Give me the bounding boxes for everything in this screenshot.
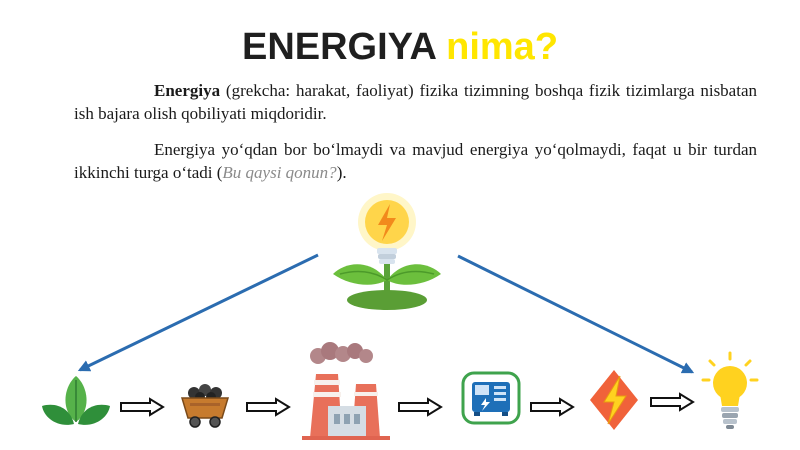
flow-arrow-2 (246, 397, 291, 417)
law-paragraph: Energiya yo‘qdan bor bo‘lmaydi va mavjud… (74, 138, 757, 184)
law-question: Bu qaysi qonun? (222, 163, 337, 182)
term-energiya: Energiya (154, 81, 221, 100)
lightbulb-icon (701, 351, 759, 432)
arrow-to-bulb (457, 254, 695, 374)
flow-arrow-5 (650, 392, 695, 412)
title-highlight: nima? (446, 26, 559, 68)
generator-icon (461, 371, 521, 425)
lightning-icon (588, 368, 640, 432)
law-text: Energiya yo‘qdan bor bo‘lmaydi va mavjud… (74, 140, 757, 182)
coal-cart-icon (180, 384, 230, 428)
definition-paragraph: Energiya (grekcha: harakat, faoliyat) fi… (74, 79, 757, 125)
arrow-to-leaves (77, 253, 319, 372)
lightbulb-plant-icon (330, 188, 445, 313)
law-end: ). (336, 163, 347, 182)
definition-text: (grekcha: harakat, faoliyat) fizika tizi… (74, 81, 757, 123)
factory-icon (298, 340, 394, 440)
title-main: ENERGIYA (241, 26, 436, 68)
flow-arrow-4 (530, 397, 575, 417)
leaves-icon (42, 372, 110, 430)
flow-arrow-3 (398, 397, 443, 417)
page-title: ENERGIYA nima? (0, 22, 800, 72)
flow-arrow-1 (120, 397, 165, 417)
